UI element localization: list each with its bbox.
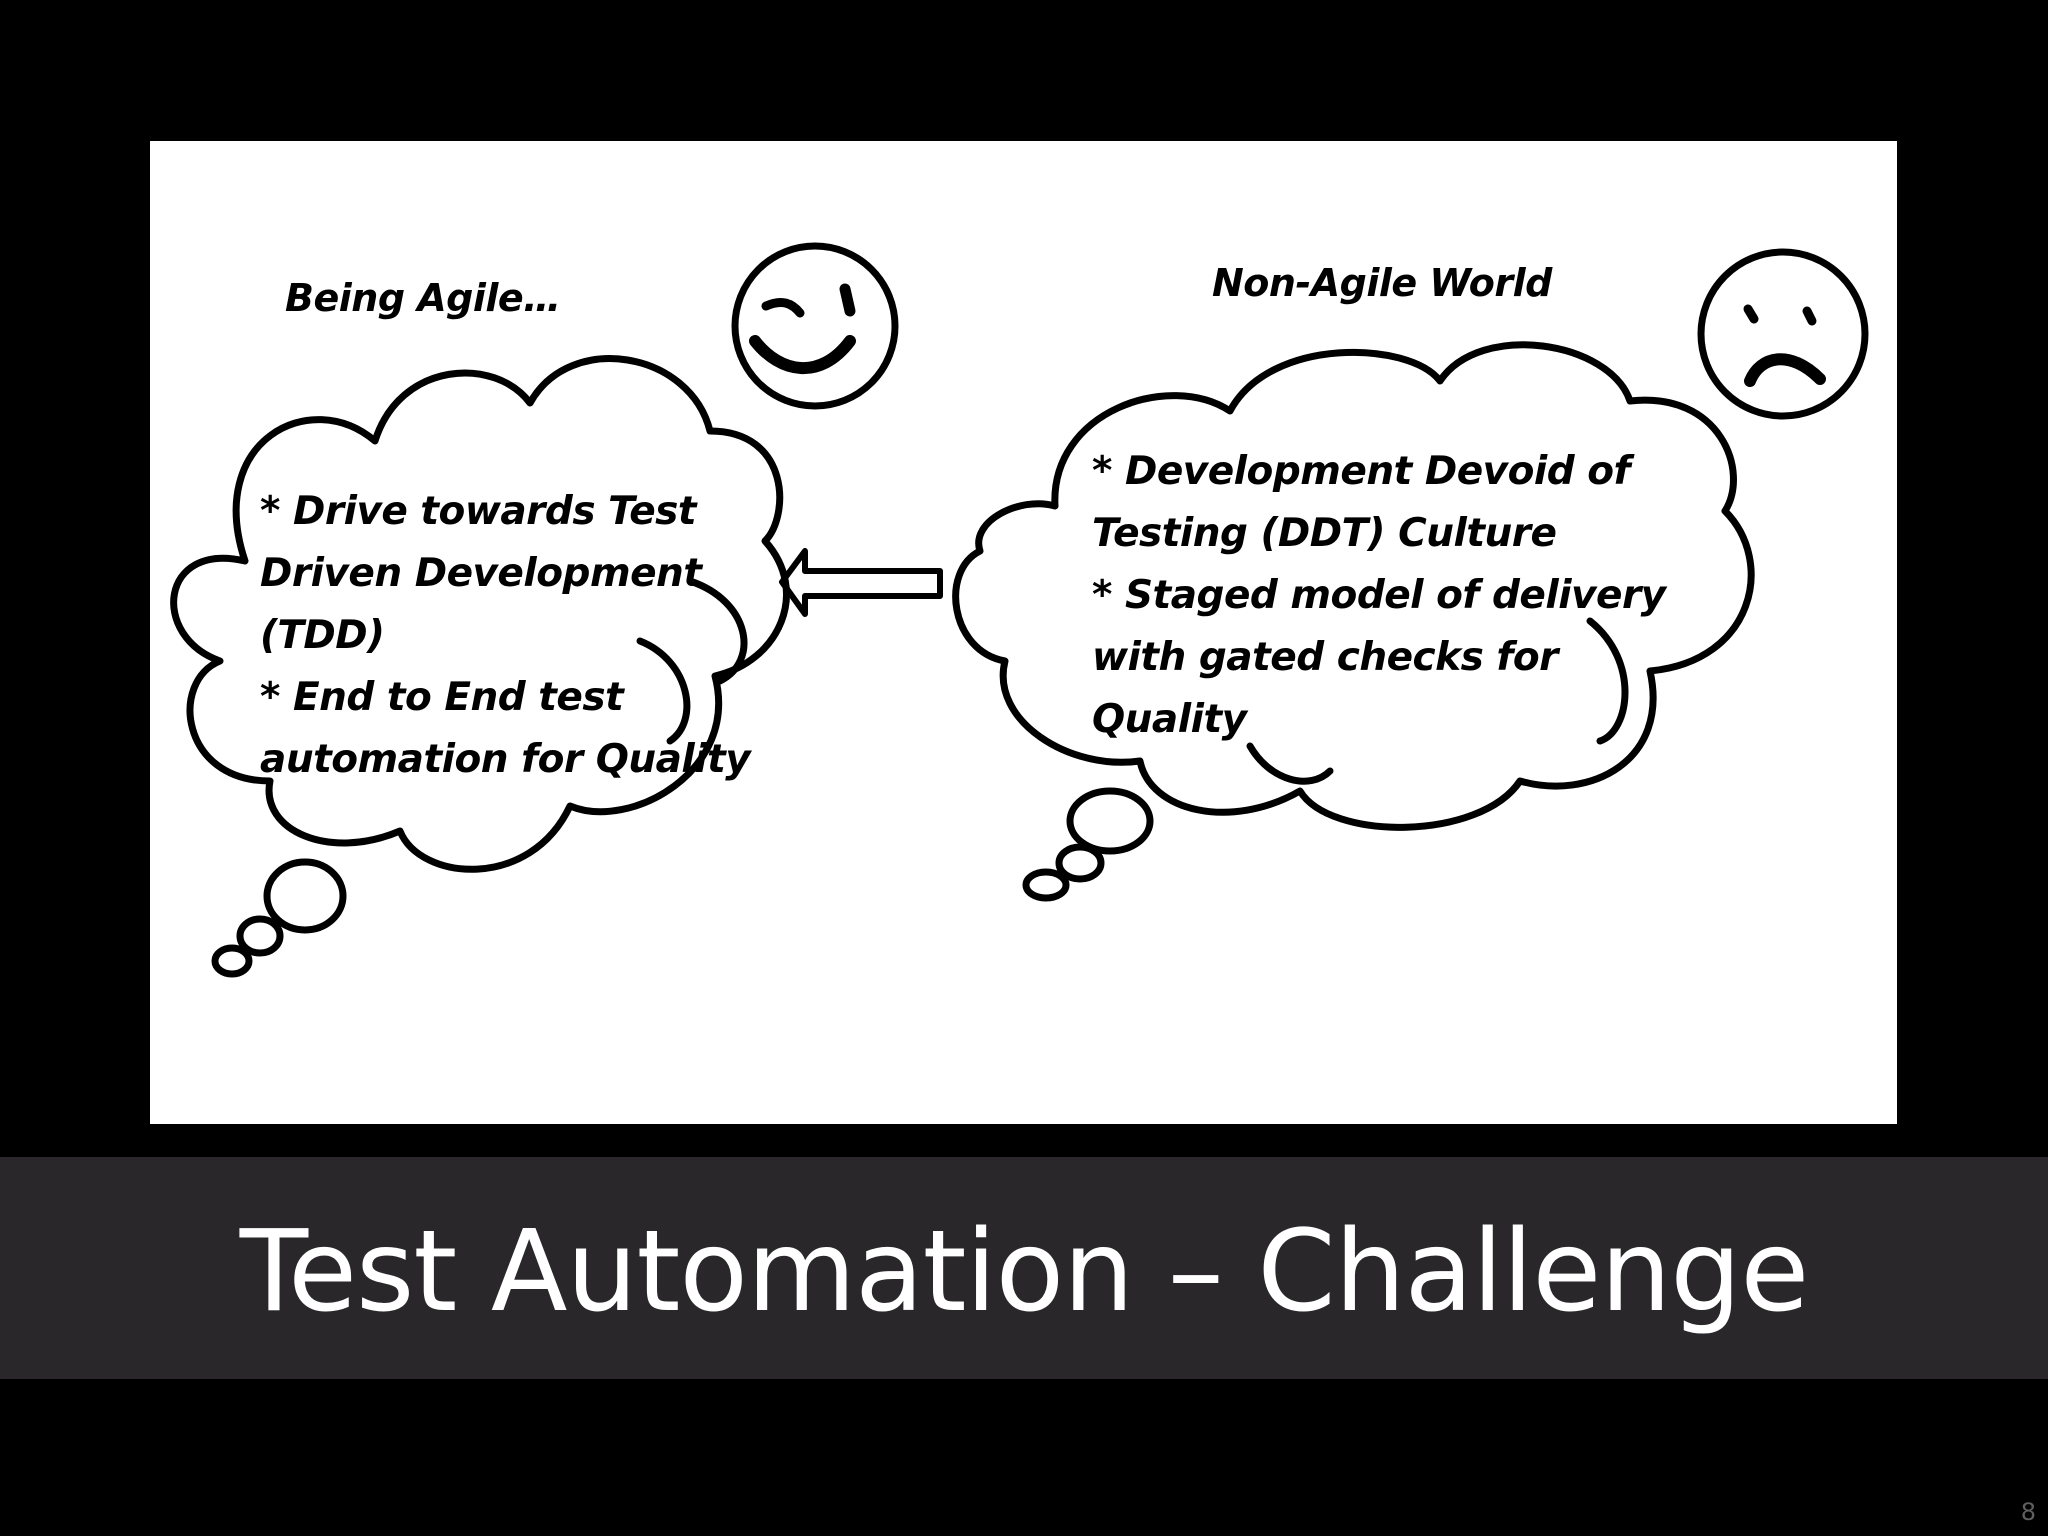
being-agile-heading: Being Agile… xyxy=(285,276,561,320)
slide-title: Test Automation – Challenge xyxy=(239,1207,1810,1337)
agile-bubble-text: * Drive towards Test Driven Development … xyxy=(260,489,751,782)
right-trail-bubble-medium xyxy=(1055,843,1105,883)
left-arrow-icon xyxy=(779,548,943,617)
diagram-drawing xyxy=(170,242,1869,978)
left-thought-bubble xyxy=(170,355,790,873)
page-number: 8 xyxy=(2020,1498,2036,1526)
non-agile-world-heading: Non-Agile World xyxy=(1212,261,1552,305)
left-trail-bubble-large xyxy=(263,858,347,934)
sad-face-icon xyxy=(1697,248,1869,420)
right-trail-bubble-large xyxy=(1066,787,1154,855)
non-agile-bubble-text: * Development Devoid of Testing (DDT) Cu… xyxy=(1092,449,1666,742)
right-trail-bubble-small xyxy=(1022,868,1070,902)
thought-bubble-diagram: Being Agile… Non-Agile World * Drive tow… xyxy=(150,141,1897,1124)
winking-smiley-face-icon xyxy=(731,242,899,410)
left-trail-bubble-medium xyxy=(236,915,284,957)
right-thought-bubble xyxy=(952,341,1755,831)
left-trail-bubble-small xyxy=(211,944,253,978)
title-band xyxy=(0,1157,2048,1379)
